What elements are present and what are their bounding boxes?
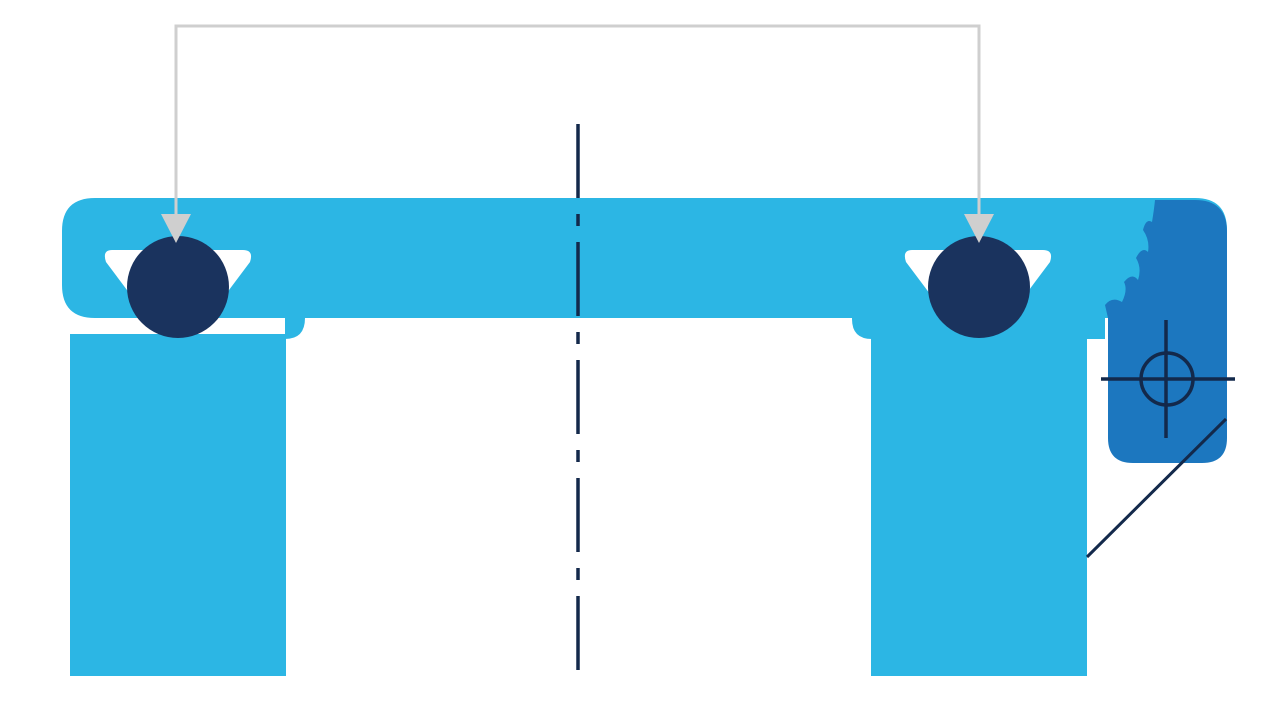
right-support-block xyxy=(871,334,1087,676)
left-o-ring-seal xyxy=(127,236,229,338)
leader-line xyxy=(1085,417,1228,559)
callout-bracket-line xyxy=(174,24,981,218)
arrow-down-icon xyxy=(161,214,191,243)
right-o-ring-seal xyxy=(928,236,1030,338)
left-support-block xyxy=(70,334,286,676)
arrow-down-icon xyxy=(964,214,994,243)
crosshair-icon xyxy=(1101,320,1235,438)
